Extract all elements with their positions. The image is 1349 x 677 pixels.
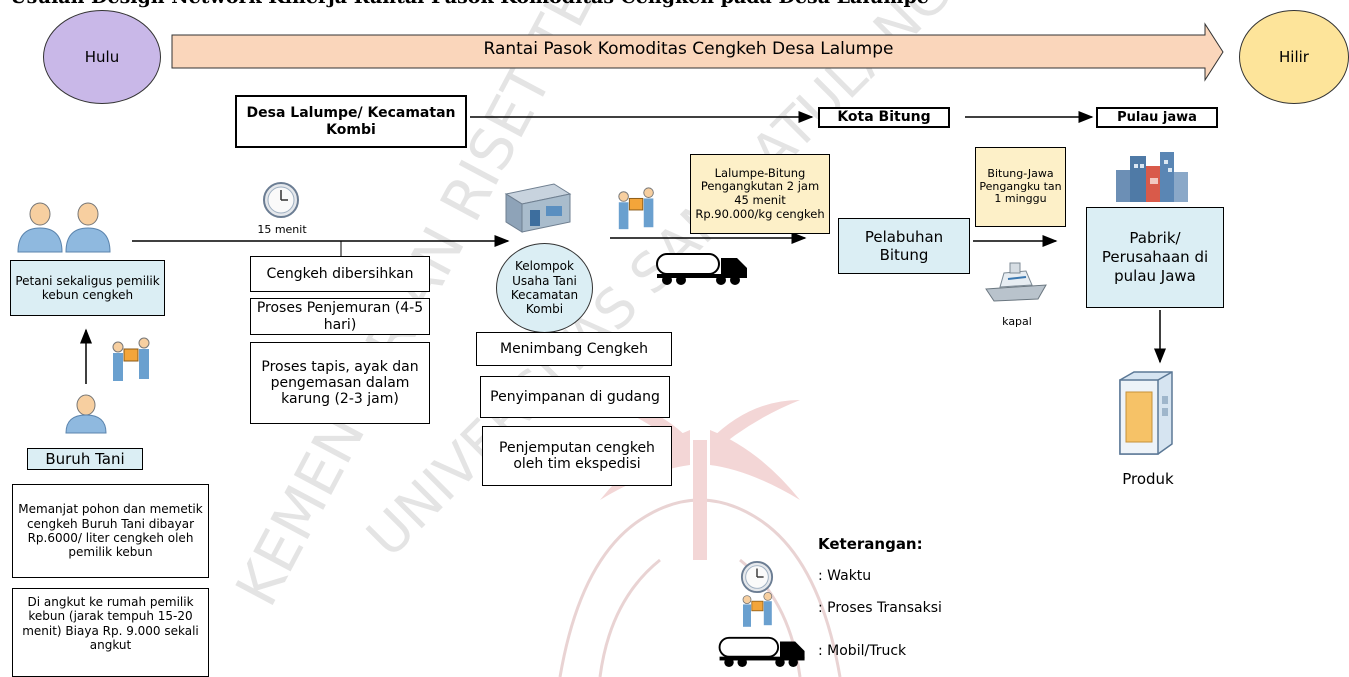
location-desa: Desa Lalumpe/ Kecamatan Kombi [235,95,467,148]
pabrik-box: Pabrik/ Perusahaan di pulau Jawa [1086,207,1224,308]
location-pulau: Pulau jawa [1096,107,1218,128]
process-cleaning: Cengkeh dibersihkan [250,256,430,292]
ship-icon [985,262,1047,302]
transaction-icon [742,592,773,627]
banner-arrow [171,22,1224,82]
banner-title: Rantai Pasok Komoditas Cengkeh Desa Lalu… [483,39,894,59]
buruh-desc-1: Memanjat pohon dan memetik cengkeh Buruh… [12,484,209,578]
product-box-icon [1119,371,1173,455]
petani-box: Petani sekaligus pemilik kebun cengkeh [10,260,165,316]
people-icon [17,202,111,253]
hulu-label: Hulu [84,48,120,66]
clock-icon [263,182,299,218]
truck-icon [656,253,747,285]
hilir-circle: Hilir [1239,10,1349,104]
kelompok-step-storage: Penyimpanan di gudang [480,376,670,418]
warehouse-icon [504,183,572,233]
pelabuhan-bitung: Pelabuhan Bitung [838,218,970,274]
clock-label: 15 menit [257,223,307,236]
buruh-desc-2: Di angkut ke rumah pemilik kebun (jarak … [12,588,209,677]
process-sieving: Proses tapis, ayak dan pengemasan dalam … [250,342,430,424]
transaction-icon [112,337,150,381]
transaction-icon [618,187,654,230]
legend-truck: : Mobil/Truck [818,643,907,659]
legend-title: Keterangan: [818,535,923,553]
process-drying: Proses Penjemuran (4-5 hari) [250,298,430,335]
location-kota: Kota Bitung [818,107,950,128]
buruh-tani-label: Buruh Tani [27,448,143,470]
hulu-circle: Hulu [43,10,161,104]
legend-waktu: : Waktu [818,568,872,584]
transport-bitung-jawa: Bitung-Jawa Pengangku tan 1 minggu [975,147,1066,227]
kelompok-step-weighing: Menimbang Cengkeh [476,332,672,366]
truck-icon [718,636,805,668]
transport-lalumpe-bitung: Lalumpe-Bitung Pengangkutan 2 jam 45 men… [690,154,830,234]
clock-icon [740,560,774,594]
person-icon [65,394,107,434]
kelompok-circle: Kelompok Usaha Tani Kecamatan Kombi [496,243,593,333]
produk-label: Produk [1122,470,1174,488]
factory-icon [1116,152,1188,202]
hilir-label: Hilir [1279,48,1309,66]
kapal-label: kapal [1002,315,1032,328]
legend-transaksi: : Proses Transaksi [818,600,942,616]
page-title: Usulan Design Network Kinerja Rantai Pas… [10,0,929,8]
kelompok-step-pickup: Penjemputan cengkeh oleh tim ekspedisi [482,426,672,486]
